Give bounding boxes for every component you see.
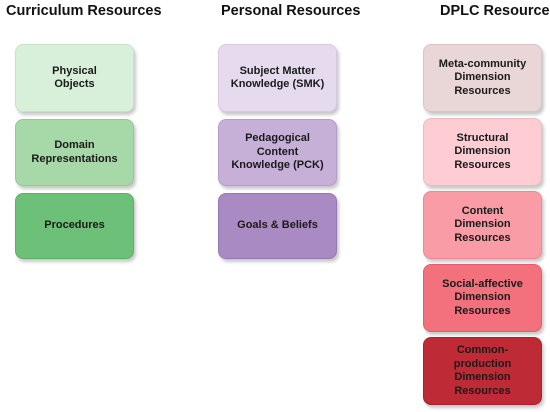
domain-representations-label: Domain Representations — [31, 139, 118, 165]
structural-box: Structural Dimension Resources — [423, 118, 542, 186]
domain-representations-box: Domain Representations — [15, 119, 134, 186]
procedures-box: Procedures — [15, 193, 134, 259]
smk-label: Subject Matter Knowledge (SMK) — [230, 64, 325, 91]
common-production-label: Common- production Dimension Resources — [453, 344, 512, 397]
smk-box: Subject Matter Knowledge (SMK) — [218, 44, 337, 112]
content-box: Content Dimension Resources — [423, 191, 542, 259]
goals-beliefs-label: Goals & Beliefs — [237, 219, 318, 232]
procedures-label: Procedures — [44, 219, 105, 232]
pck-label: Pedagogical Content Knowledge (PCK) — [231, 132, 324, 172]
curriculum-resources-title: Curriculum Resources — [6, 3, 162, 19]
physical-objects-box: Physical Objects — [15, 44, 134, 112]
social-affective-box: Social-affective Dimension Resources — [423, 264, 542, 332]
personal-resources-title: Personal Resources — [221, 3, 361, 19]
physical-objects-label: Physical Objects — [52, 64, 97, 91]
meta-community-box: Meta-community Dimension Resources — [423, 44, 542, 112]
dplc-resources-title: DPLC Resources — [440, 3, 550, 19]
content-label: Content Dimension Resources — [454, 204, 511, 244]
social-affective-label: Social-affective Dimension Resources — [442, 277, 523, 317]
pck-box: Pedagogical Content Knowledge (PCK) — [218, 119, 337, 186]
goals-beliefs-box: Goals & Beliefs — [218, 193, 337, 259]
structural-label: Structural Dimension Resources — [454, 131, 511, 171]
meta-community-label: Meta-community Dimension Resources — [438, 57, 527, 97]
common-production-box: Common- production Dimension Resources — [423, 337, 542, 405]
